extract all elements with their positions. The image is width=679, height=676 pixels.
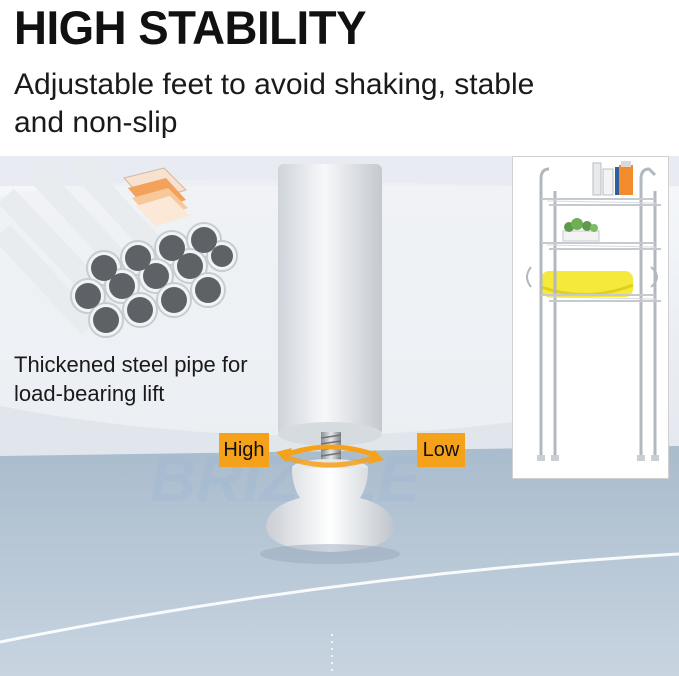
shelf-inset-image [512, 156, 669, 479]
low-tag: Low [417, 433, 465, 467]
headline: HIGH STABILITY [14, 1, 367, 54]
pipe-bundle-illustration [0, 156, 238, 338]
high-tag: High [219, 433, 269, 467]
subheading: Adjustable feet to avoid shaking, stable… [14, 68, 535, 139]
shelf-illustration [513, 157, 668, 478]
pipe-caption: Thickened steel pipe for load-bearing li… [14, 352, 248, 406]
product-photo: BRIZZLE [0, 156, 679, 676]
